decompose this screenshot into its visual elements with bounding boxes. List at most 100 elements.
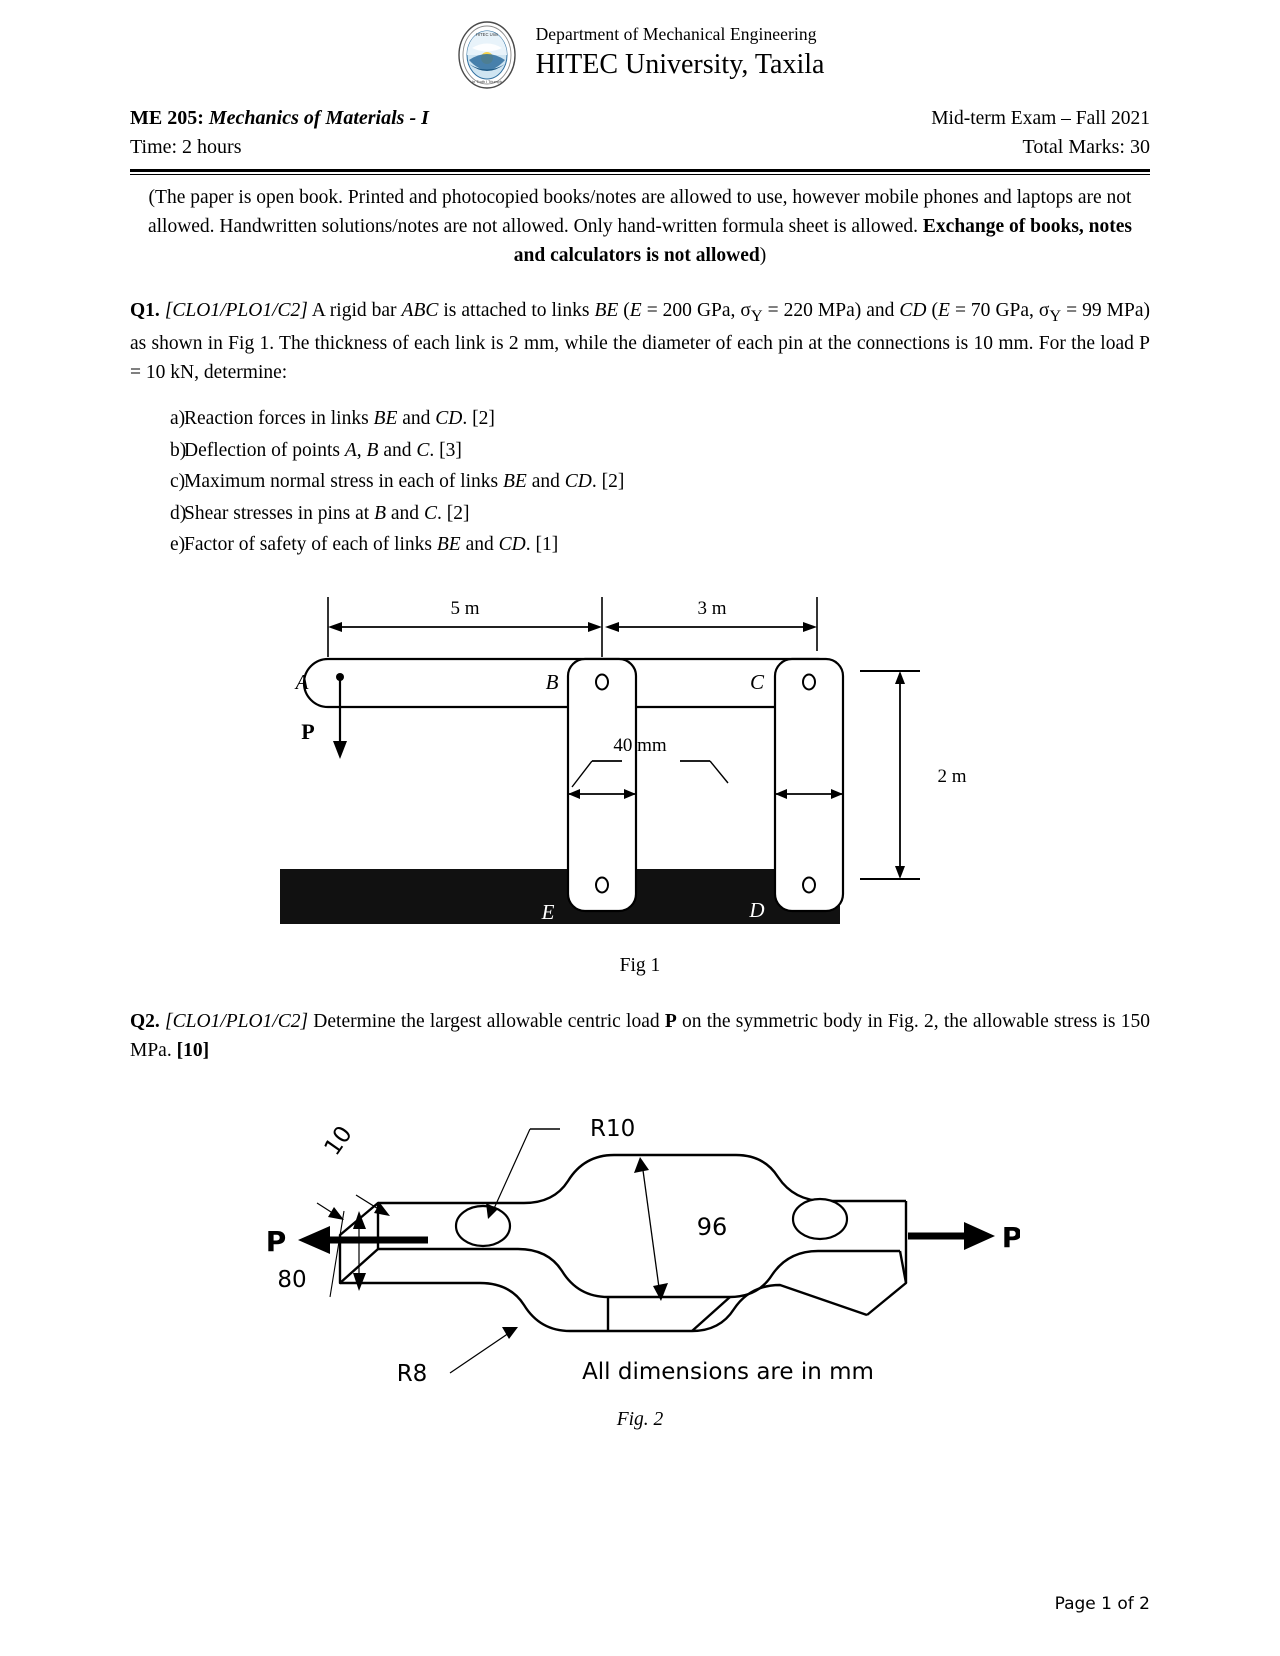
course-info-row: ME 205: Mechanics of Materials - I Mid-t… bbox=[130, 104, 1150, 133]
figure-1-drawing: 5 m 3 m P A B C E bbox=[280, 596, 967, 924]
fig1-label-C: C bbox=[750, 670, 765, 694]
q1-item-d-pre: Shear stresses in pins at bbox=[184, 502, 375, 524]
fig2-label-P-left: P bbox=[266, 1225, 287, 1258]
q1-modulus-2: E bbox=[938, 300, 950, 322]
q1-item-c-marker: c) bbox=[170, 471, 186, 493]
question-1: Q1. [CLO1/PLO1/C2] A rigid bar ABC is at… bbox=[130, 296, 1150, 387]
q1-item-e-em2: CD bbox=[498, 534, 526, 556]
q1-item-b-post2: . [3] bbox=[429, 439, 462, 461]
q1-text-h: = 99 MPa) as shown in Fig 1. The thickne… bbox=[130, 300, 1151, 383]
q1-item-b-em2: B bbox=[366, 439, 379, 461]
list-item: d)Shear stresses in pins at B and C. [2] bbox=[130, 498, 1150, 530]
q1-text-b: is attached to links bbox=[438, 300, 595, 322]
instructions-part1: (The paper is open book. Printed and pho… bbox=[147, 187, 1132, 237]
q2-text-a: Determine the largest allowable centric … bbox=[308, 1010, 665, 1032]
fig2-dim-10: 10 bbox=[320, 1122, 358, 1161]
header-divider bbox=[130, 169, 1150, 176]
q1-sub-y2: Y bbox=[1049, 307, 1062, 326]
q1-item-d-em2: C bbox=[423, 502, 437, 524]
fig1-label-E: E bbox=[541, 900, 555, 924]
q1-item-c-pre: Maximum normal stress in each of links bbox=[184, 471, 503, 493]
list-item: e)Factor of safety of each of links BE a… bbox=[130, 529, 1150, 561]
q1-item-d-em1: B bbox=[374, 502, 387, 524]
page-footer: Page 1 of 2 bbox=[1054, 1594, 1150, 1614]
q1-item-c-post: . [2] bbox=[591, 471, 625, 493]
q1-bar-abc: ABC bbox=[401, 300, 439, 322]
course-code: ME 205: bbox=[130, 107, 204, 129]
q1-item-e-pre: Factor of safety of each of links bbox=[184, 534, 437, 556]
fig1-label-A: A bbox=[294, 670, 309, 694]
fig1-dim-5m: 5 m bbox=[450, 598, 479, 619]
q2-clo-tag: [CLO1/PLO1/C2] bbox=[165, 1010, 309, 1032]
fig2-label-P-right: P bbox=[1002, 1221, 1020, 1254]
q1-text-a: A rigid bar bbox=[307, 300, 402, 322]
q1-item-c-em1: BE bbox=[503, 471, 527, 493]
fig1-label-D: D bbox=[748, 898, 764, 922]
q2-text-b: on the symmetric body in Fig. 2, the all… bbox=[130, 1010, 1150, 1062]
fig2-hole-left bbox=[454, 1205, 512, 1248]
instructions-paragraph: (The paper is open book. Printed and pho… bbox=[130, 184, 1150, 270]
q1-text-f: ( bbox=[926, 300, 939, 322]
fig1-dim-3m: 3 m bbox=[697, 598, 726, 619]
q1-item-a-em1: BE bbox=[373, 408, 398, 429]
fig1-link-cd bbox=[773, 657, 845, 912]
figure-2-container: P P R10 96 10 80 bbox=[130, 1083, 1150, 1431]
q1-item-c-em2: CD bbox=[564, 471, 592, 493]
q1-item-b-em3: C bbox=[416, 439, 430, 461]
q1-item-d-marker: d) bbox=[170, 502, 187, 524]
q1-item-e-em1: BE bbox=[436, 534, 461, 556]
instructions-bold: Exchange of books, notes and calculators… bbox=[513, 215, 1133, 266]
q1-text-c: ( bbox=[618, 300, 630, 322]
q1-item-e-mid: and bbox=[460, 534, 499, 556]
q2-load-p: P bbox=[664, 1010, 677, 1032]
q1-item-e-marker: e) bbox=[170, 534, 186, 556]
q1-item-e-post: . [1] bbox=[525, 534, 559, 556]
instructions-part2: ) bbox=[759, 244, 767, 266]
q1-item-d-post: . [2] bbox=[436, 502, 470, 524]
q1-item-c-mid: and bbox=[526, 471, 565, 493]
figure-1-caption: Fig 1 bbox=[619, 954, 661, 976]
q1-item-b-mid: , bbox=[356, 439, 367, 461]
q1-modulus-1: E bbox=[629, 300, 642, 322]
q1-item-d-mid: and bbox=[386, 502, 424, 524]
fig2-hole-right bbox=[791, 1198, 849, 1241]
university-seal-icon: HITEC Univ In Truth I Triumph bbox=[456, 20, 518, 90]
fig1-label-B: B bbox=[546, 670, 559, 694]
q1-item-b-em1: A bbox=[344, 439, 357, 461]
university-name: HITEC University, Taxila bbox=[535, 48, 825, 80]
course-title: Mechanics of Materials - I bbox=[208, 107, 429, 129]
q1-text-g: = 70 GPa, σ bbox=[949, 300, 1050, 322]
figure-2-caption: Fig. 2 bbox=[616, 1409, 664, 1431]
q2-number: Q2. bbox=[130, 1010, 160, 1032]
q1-clo-tag: [CLO1/PLO1/C2] bbox=[164, 300, 308, 322]
course-identity: ME 205: Mechanics of Materials - I bbox=[130, 104, 429, 133]
exam-meta-row: Time: 2 hours Total Marks: 30 bbox=[130, 133, 1150, 162]
svg-text:HITEC Univ: HITEC Univ bbox=[476, 32, 499, 37]
q1-number: Q1. bbox=[130, 300, 160, 322]
exam-duration: Time: 2 hours bbox=[130, 136, 242, 159]
fig2-label-r8: R8 bbox=[397, 1361, 428, 1387]
list-item: a)Reaction forces in links BE and CD. [2… bbox=[130, 403, 1150, 435]
department-name: Department of Mechanical Engineering bbox=[535, 24, 817, 44]
fig2-note: All dimensions are in mm bbox=[582, 1359, 874, 1385]
question-2: Q2. [CLO1/PLO1/C2] Determine the largest… bbox=[130, 1007, 1150, 1066]
fig1-link-be bbox=[566, 657, 638, 912]
svg-text:In Truth I Triumph: In Truth I Triumph bbox=[472, 80, 502, 84]
q1-text-d: = 200 GPa, σ bbox=[641, 300, 751, 322]
figure-2-drawing: P P R10 96 10 80 bbox=[266, 1116, 1020, 1387]
fig2-label-r10: R10 bbox=[590, 1116, 635, 1142]
fig1-dim-40mm: 40 mm bbox=[613, 735, 667, 756]
q1-item-a-mid: and bbox=[397, 408, 436, 429]
q1-text-e: = 220 MPa) and bbox=[762, 300, 900, 322]
fig1-dim-2m: 2 m bbox=[937, 766, 966, 787]
figure-1-container: 5 m 3 m P A B C E bbox=[130, 579, 1150, 977]
q1-item-b-marker: b) bbox=[170, 439, 187, 461]
q2-marks: [10] bbox=[176, 1040, 210, 1062]
q1-item-b-post: and bbox=[378, 439, 417, 461]
q1-subparts-list: a)Reaction forces in links BE and CD. [2… bbox=[130, 403, 1150, 561]
list-item: b)Deflection of points A, B and C. [3] bbox=[130, 435, 1150, 467]
q1-sub-y1: Y bbox=[750, 307, 763, 326]
page-header: HITEC Univ In Truth I Triumph Department… bbox=[130, 0, 1150, 90]
q1-item-b-pre: Deflection of points bbox=[184, 439, 345, 461]
